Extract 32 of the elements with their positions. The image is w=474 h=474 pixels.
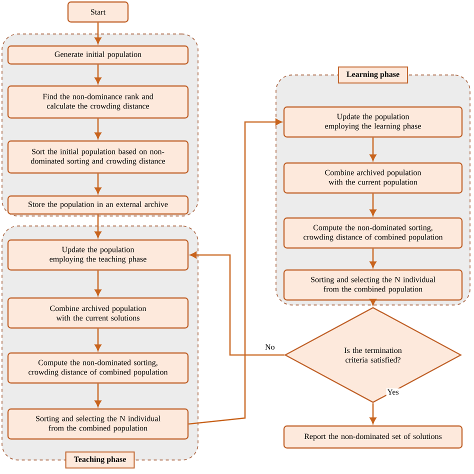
arrow [94, 64, 102, 84]
edge-label: No [264, 343, 276, 351]
process-box: Combine archived population with the current population [283, 162, 463, 194]
process-box: Update the population employing the learning phase [283, 106, 463, 138]
process-box: Generate initial population [7, 45, 189, 65]
process-box: Sorting and selecting the N individual from the combined population [283, 269, 463, 301]
arrow [370, 403, 376, 424]
arrow [188, 118, 282, 425]
process-box: Update the population employing the teaching phase [7, 239, 189, 271]
process-box: Find the non-dominance rank and calculate the crowding distance [7, 85, 189, 119]
process-box: Store the population in an external archive [7, 195, 189, 215]
arrow [94, 22, 102, 44]
phase-label: Learning phase [338, 66, 408, 84]
arrow [94, 270, 102, 296]
process-box: Compute the non-dominated sorting, crowding distance of combined population [7, 352, 189, 384]
arrow [94, 174, 102, 194]
arrow [94, 384, 102, 407]
arrow [94, 214, 102, 238]
process-box: Sort the initial population based on non-dominated sorting and crowding distance [7, 140, 189, 174]
arrow [370, 248, 376, 268]
arrow [190, 252, 284, 356]
arrow [94, 328, 102, 351]
arrow [370, 138, 376, 161]
process-box: Combine archived population with the current solutions [7, 297, 189, 329]
process-box: Compute the non-dominated sorting, crowding distance of combined population [283, 217, 463, 249]
process-box: Sorting and selecting the N individual from the combined population [7, 408, 189, 440]
arrow [370, 194, 376, 216]
phase-label: Teaching phase [65, 452, 135, 468]
process-box: Report the non-dominated set of solutions [283, 425, 463, 449]
arrow [94, 118, 102, 139]
arrow [370, 298, 376, 306]
process-box: Start [67, 1, 129, 23]
